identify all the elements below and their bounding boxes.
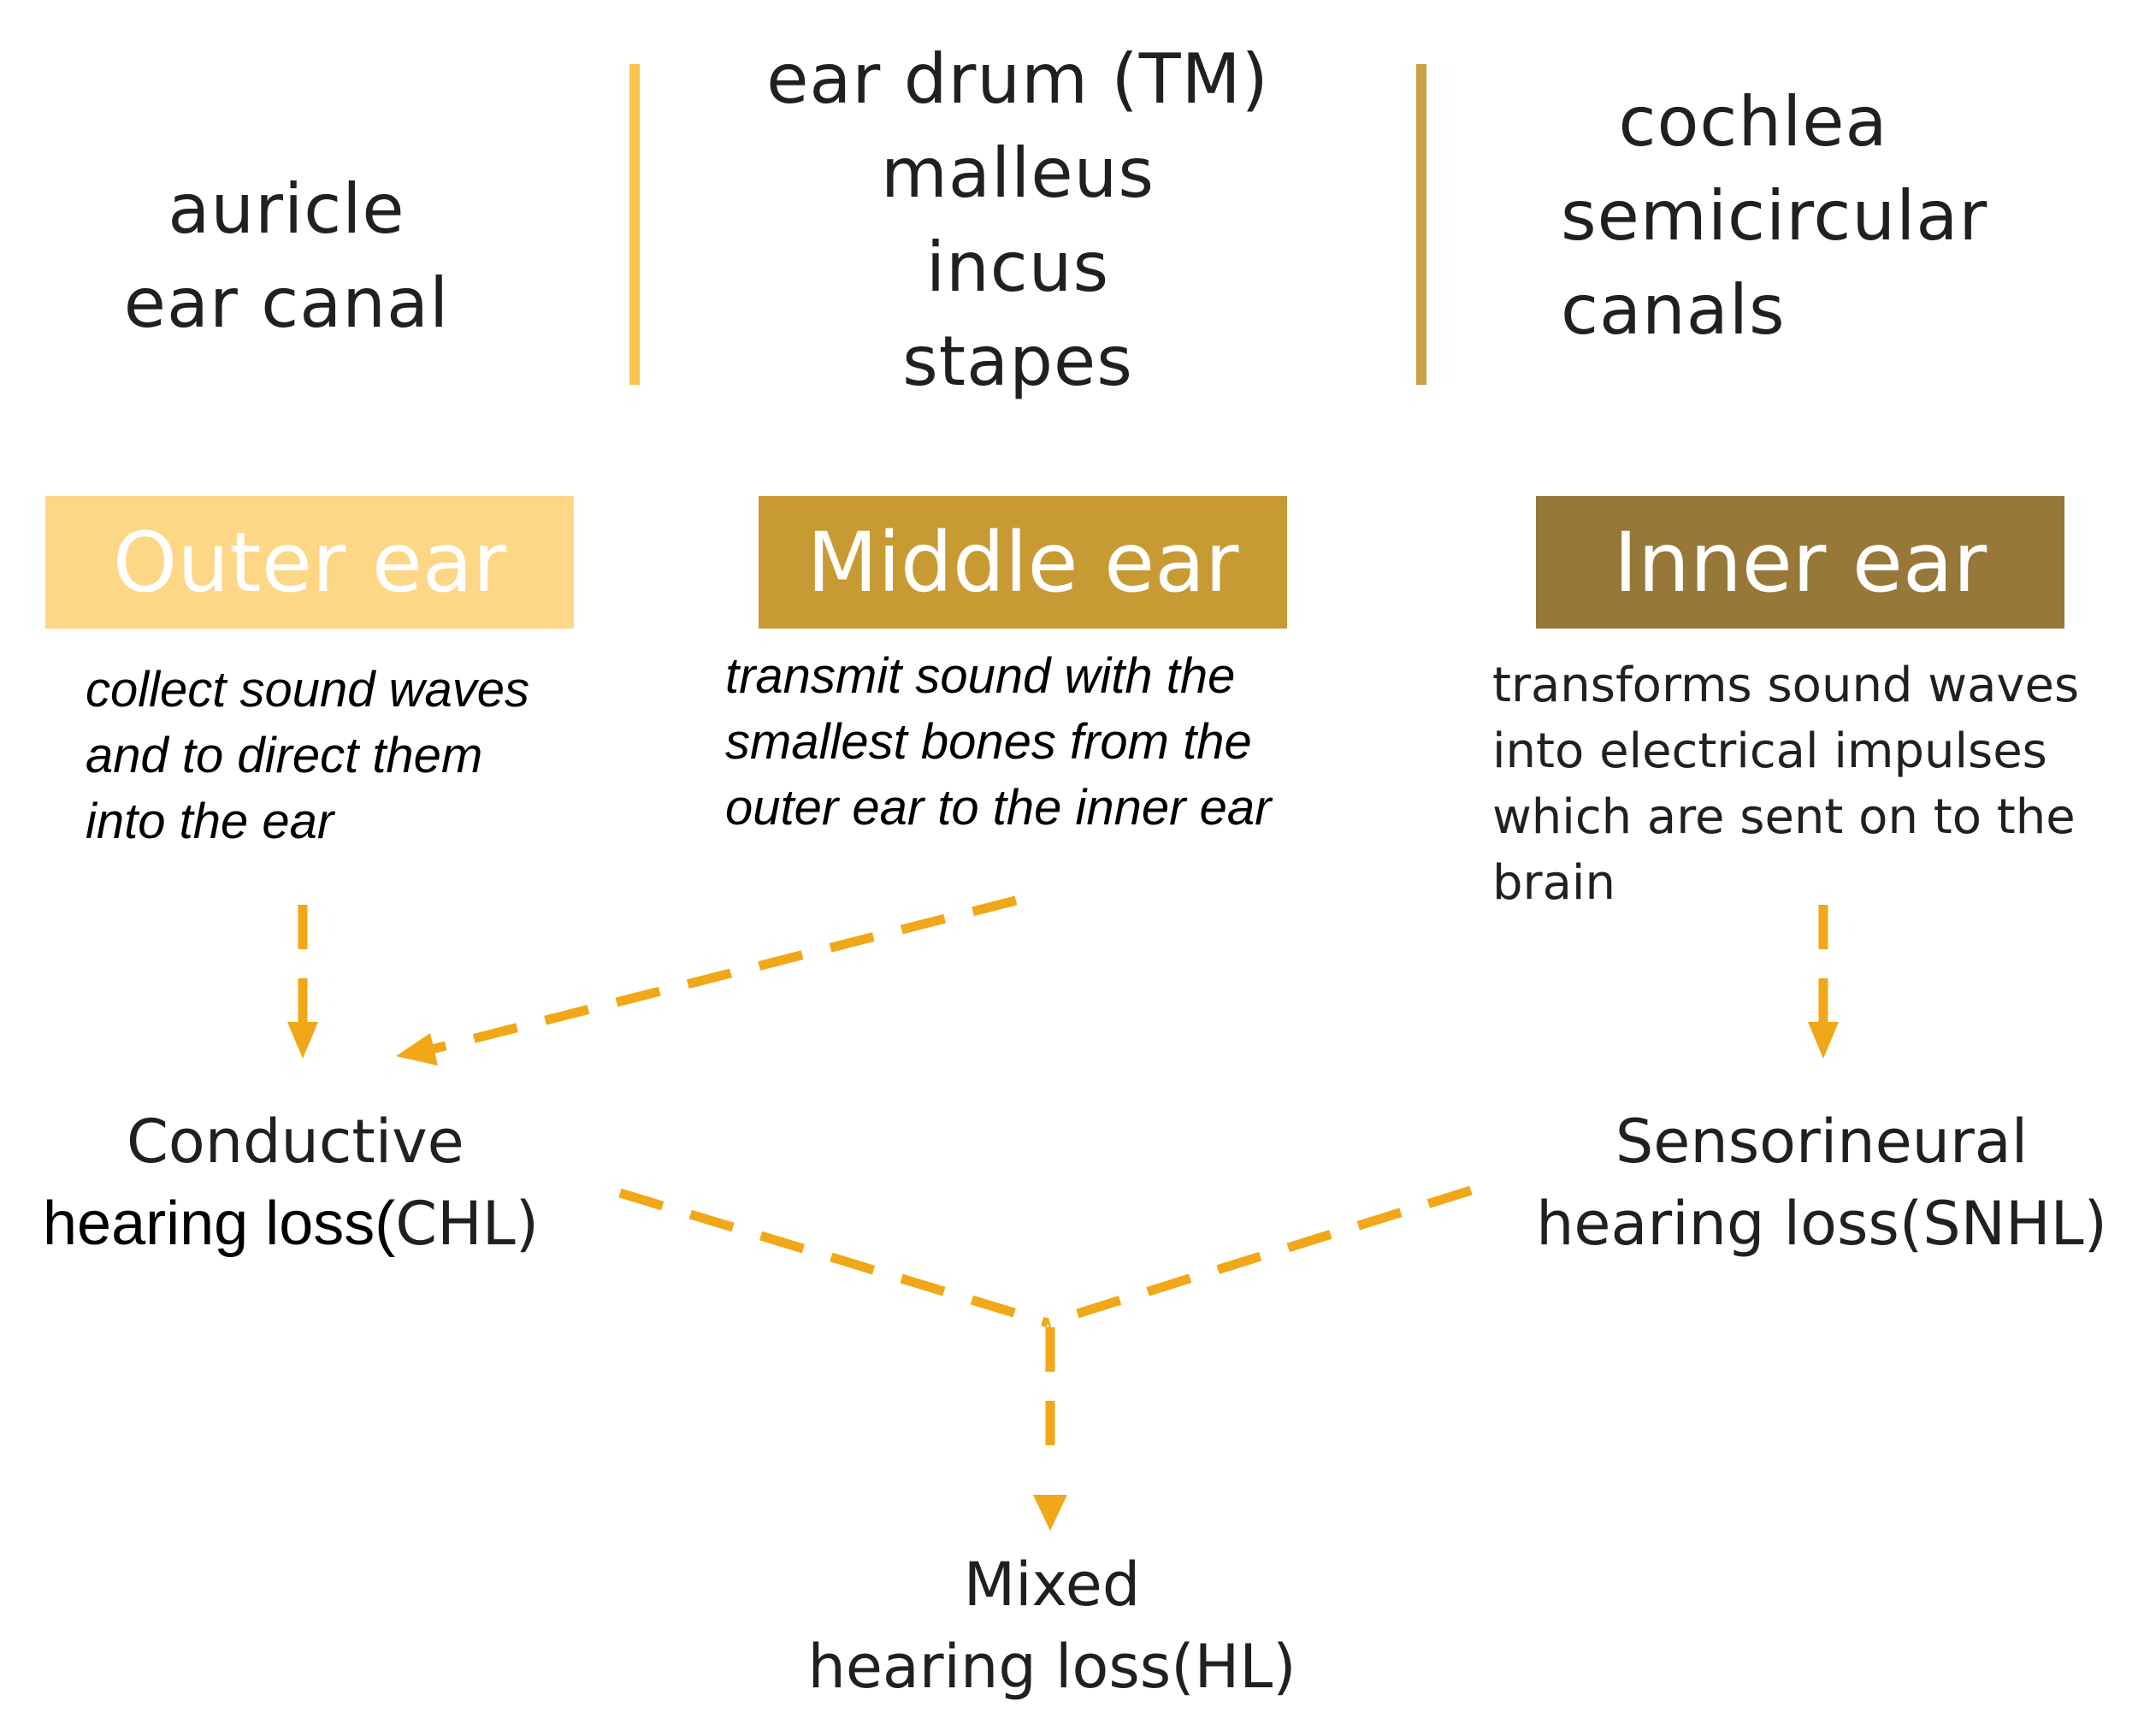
arrow-sensorineural-to-merge — [1046, 1185, 1473, 1328]
outer-part-auricle: auricle — [168, 169, 405, 249]
middle-part-malleus: malleus — [880, 133, 1155, 213]
middle-desc-line-1: transmit sound with the — [725, 648, 1236, 704]
middle-ear-description: transmit sound with the smallest bones f… — [725, 643, 1271, 841]
sensorineural-line-1: Sensorineural — [1615, 1107, 2029, 1177]
conductive-line-2: hearing loss(CHL) — [43, 1183, 590, 1265]
inner-ear-box: Inner ear — [1536, 496, 2064, 629]
outer-ear-title: Outer ear — [112, 514, 507, 611]
inner-ear-title: Inner ear — [1613, 514, 1987, 611]
inner-part-semicircular: semicircular — [1561, 176, 1988, 256]
middle-part-stapes: stapes — [902, 322, 1133, 401]
inner-desc-line-4: brain — [1492, 855, 1615, 911]
outer-ear-box: Outer ear — [45, 496, 574, 629]
middle-ear-parts: ear drum (TM) malleus incus stapes — [701, 32, 1334, 409]
inner-ear-description: transforms sound waves into electrical i… — [1492, 652, 2079, 916]
arrow-conductive-to-merge — [618, 1188, 1049, 1328]
mixed-line-1: Mixed — [963, 1550, 1141, 1620]
outer-desc-line-3: into the ear — [86, 794, 334, 849]
arrowhead-sensorineural-down — [1808, 1022, 1839, 1059]
inner-ear-parts: cochlea semicircular canals — [1561, 75, 2040, 357]
outer-desc-line-2: and to direct them — [86, 728, 483, 783]
arrowhead-conductive-down — [287, 1022, 318, 1059]
arrow-middle-to-conductive — [430, 895, 1018, 1054]
middle-desc-line-2: smallest bones from the — [725, 714, 1252, 770]
sensorineural-hearing-loss: Sensorineural hearing loss(SNHL) — [1522, 1101, 2121, 1265]
mixed-hearing-loss: Mixed hearing loss(HL) — [753, 1544, 1351, 1708]
conductive-hearing-loss: Conductive hearing loss(CHL) — [43, 1101, 590, 1265]
inner-desc-line-1: transforms sound waves — [1492, 658, 2080, 713]
inner-part-cochlea: cochlea — [1618, 82, 1888, 162]
arrowhead-mixed-down — [1033, 1495, 1067, 1531]
inner-desc-line-3: which are sent on to the — [1492, 789, 2076, 845]
middle-part-ear-drum: ear drum (TM) — [766, 39, 1269, 119]
conductive-line-2-prefix: hearing loss( — [43, 1190, 396, 1258]
outer-desc-line-1: collect sound waves — [86, 662, 530, 717]
divider-middle-inner — [1416, 64, 1426, 385]
middle-desc-line-3: outer ear to the inner ear — [725, 780, 1272, 836]
outer-ear-parts: auricle ear canal — [103, 162, 470, 351]
divider-outer-middle — [629, 64, 640, 385]
inner-part-canals: canals — [1561, 270, 1786, 350]
conductive-line-1: Conductive — [127, 1107, 464, 1177]
arrowhead-conductive-left — [396, 1033, 438, 1066]
middle-part-incus: incus — [925, 227, 1110, 307]
sensorineural-line-2: hearing loss(SNHL) — [1536, 1189, 2107, 1259]
middle-ear-title: Middle ear — [806, 514, 1239, 611]
outer-part-ear-canal: ear canal — [123, 263, 450, 343]
inner-desc-line-2: into electrical impulses — [1492, 723, 2047, 779]
mixed-line-2: hearing loss(HL) — [807, 1632, 1296, 1702]
middle-ear-box: Middle ear — [759, 496, 1287, 629]
outer-ear-description: collect sound waves and to direct them i… — [86, 657, 529, 854]
conductive-line-2-suffix: CHL) — [395, 1189, 540, 1259]
